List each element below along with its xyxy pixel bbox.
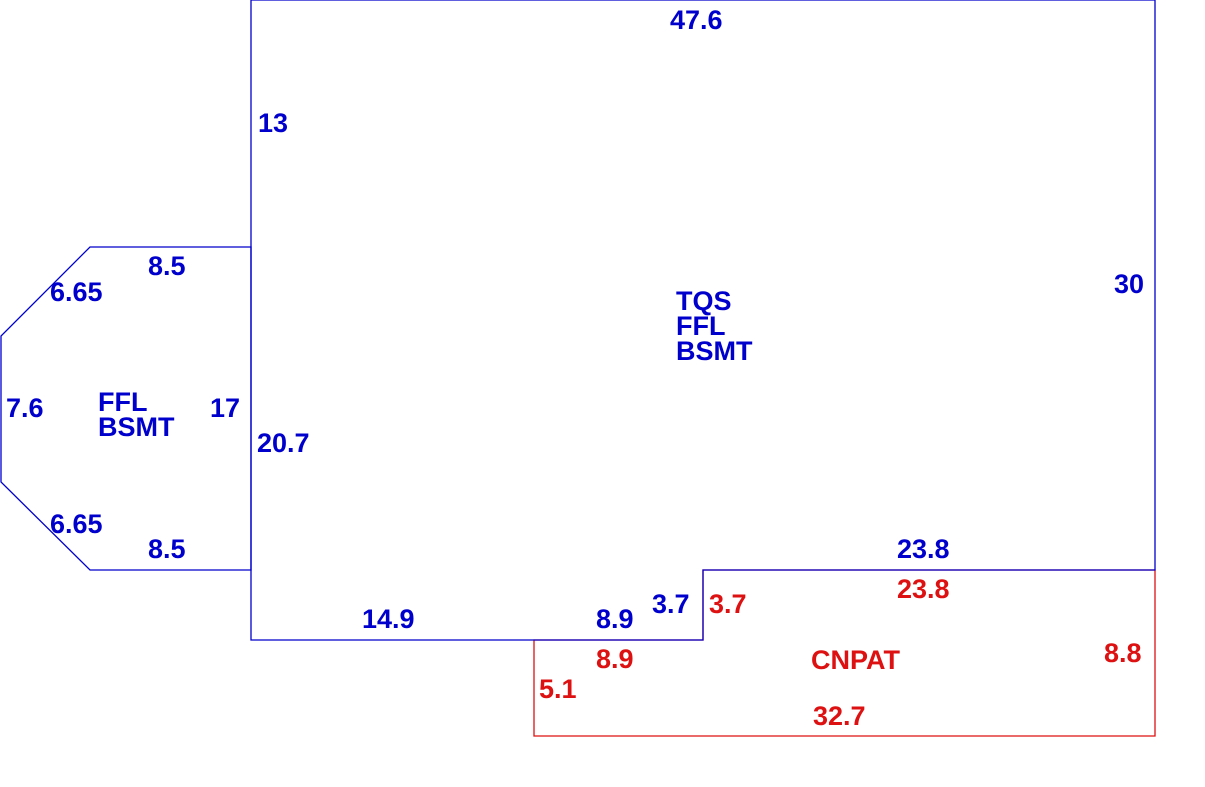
- dim-patio-left: 5.1: [539, 674, 577, 704]
- dim-main-bottom-right: 23.8: [897, 534, 950, 564]
- dim-main-right: 30: [1114, 269, 1145, 299]
- dim-wing-bottom-diagonal: 6.65: [50, 509, 103, 539]
- dim-main-left-lower: 20.7: [257, 428, 310, 458]
- dim-patio-step: 8.9: [596, 644, 634, 674]
- dim-wing-left: 7.6: [6, 393, 44, 423]
- dim-main-bottom-step: 8.9: [596, 604, 634, 634]
- dim-patio-bottom: 32.7: [813, 701, 866, 731]
- patio-area-name-line-1: CNPAT: [811, 645, 900, 675]
- patio-area-name: CNPAT: [811, 645, 900, 675]
- main-area-name-line-2: FFL: [676, 311, 726, 341]
- wing-area-name-line-2: BSMT: [98, 412, 175, 442]
- main-area-name-line-1: TQS: [676, 286, 732, 316]
- main-area-name-line-3: BSMT: [676, 336, 753, 366]
- wing-area-name-line-1: FFL: [98, 387, 148, 417]
- dim-main-left-upper: 13: [258, 108, 289, 138]
- dim-patio-top: 23.8: [897, 574, 950, 604]
- dim-patio-right: 8.8: [1104, 638, 1142, 668]
- wing-area-outline: [0, 246, 252, 571]
- main-area-outline: [250, 0, 1156, 641]
- dim-main-top: 47.6: [670, 5, 723, 35]
- dim-wing-top-diagonal: 6.65: [50, 277, 103, 307]
- dim-main-step-vertical: 3.7: [652, 589, 690, 619]
- dim-wing-right: 17: [210, 393, 241, 423]
- dim-patio-step-vertical: 3.7: [709, 589, 747, 619]
- main-area-name: TQS FFL BSMT: [676, 286, 753, 366]
- wing-area-name: FFL BSMT: [98, 387, 175, 442]
- dim-main-bottom-left: 14.9: [362, 604, 415, 634]
- dim-wing-bottom: 8.5: [148, 534, 186, 564]
- dim-wing-top: 8.5: [148, 251, 186, 281]
